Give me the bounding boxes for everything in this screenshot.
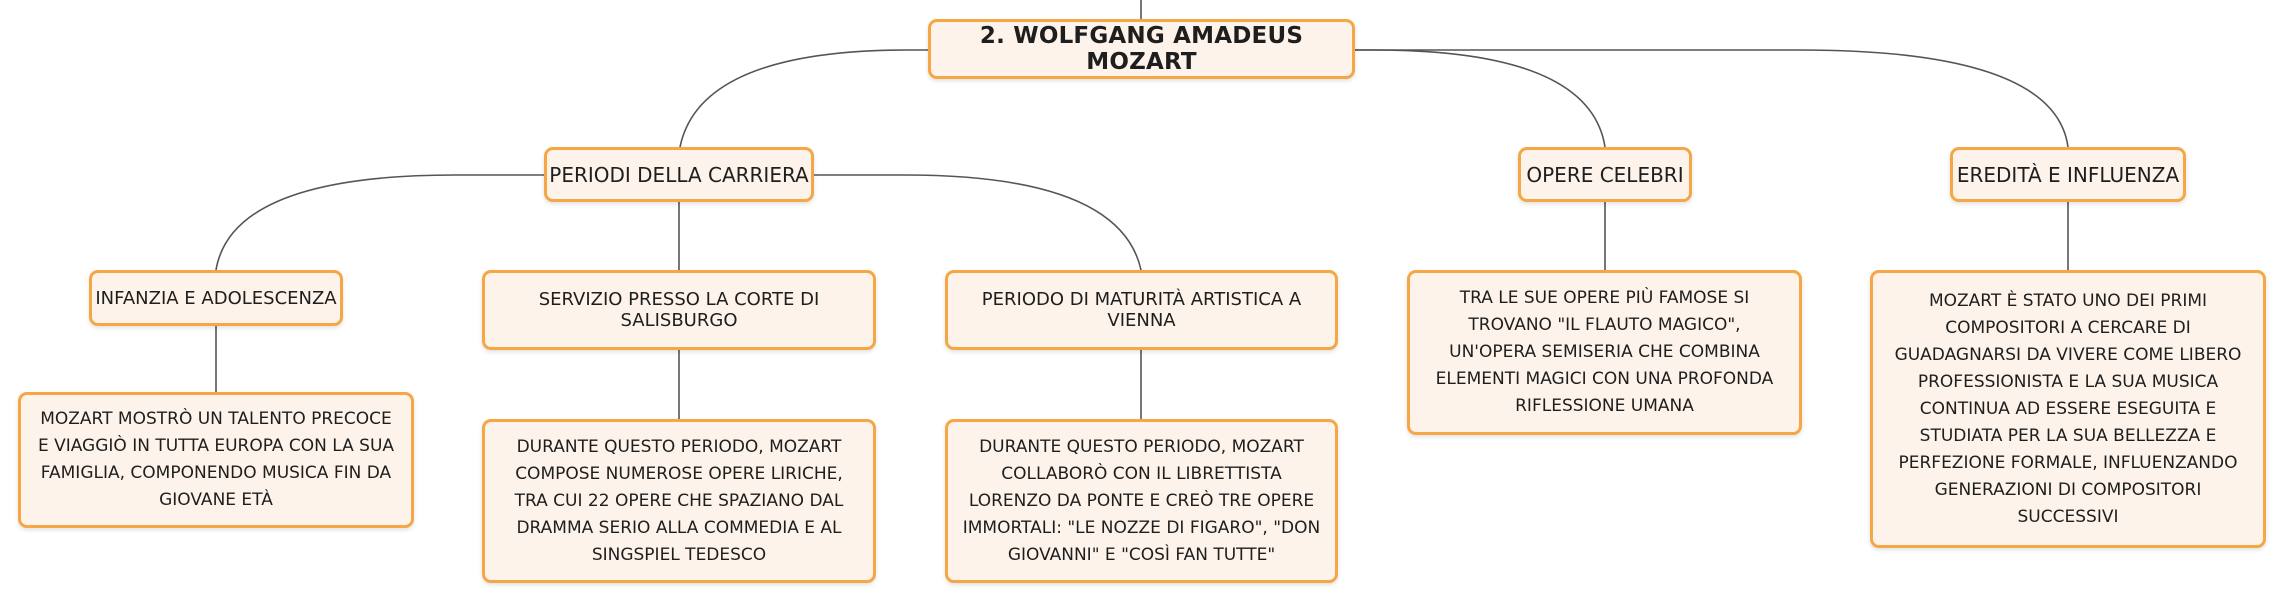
subtopic-vienna-label: PERIODO DI MATURITÀ ARTISTICA A VIENNA — [981, 289, 1302, 331]
topic-operas-label: OPERE CELEBRI — [1526, 162, 1684, 187]
connector-careers-to-vienna — [814, 174, 1142, 271]
detail-childhood-text: MOZART MOSTRÒ UN TALENTO PRECOCE E VIAGG… — [37, 409, 395, 510]
topic-legacy-label: EREDITÀ E INFLUENZA — [1956, 162, 2180, 187]
root-topic[interactable]: 2. WOLFGANG AMADEUS MOZART — [928, 19, 1355, 79]
subtopic-childhood[interactable]: INFANZIA E ADOLESCENZA — [89, 270, 343, 326]
detail-legacy-text: MOZART È STATO UNO DEI PRIMI COMPOSITORI… — [1894, 290, 2242, 527]
subtopic-vienna[interactable]: PERIODO DI MATURITÀ ARTISTICA A VIENNA — [945, 270, 1338, 350]
detail-childhood[interactable]: MOZART MOSTRÒ UN TALENTO PRECOCE E VIAGG… — [18, 392, 414, 528]
detail-operas-text: TRA LE SUE OPERE PIÙ FAMOSE SI TROVANO "… — [1435, 288, 1774, 416]
subtopic-salzburg[interactable]: SERVIZIO PRESSO LA CORTE DI SALISBURGO — [482, 270, 876, 350]
subtopic-salzburg-label: SERVIZIO PRESSO LA CORTE DI SALISBURGO — [538, 289, 820, 331]
topic-legacy[interactable]: EREDITÀ E INFLUENZA — [1950, 147, 2186, 202]
detail-salzburg[interactable]: DURANTE QUESTO PERIODO, MOZART COMPOSE N… — [482, 419, 876, 583]
topic-careers-label: PERIODI DELLA CARRIERA — [549, 162, 809, 187]
connector-root-to-careers — [679, 49, 928, 148]
detail-operas[interactable]: TRA LE SUE OPERE PIÙ FAMOSE SI TROVANO "… — [1407, 270, 1802, 435]
topic-careers[interactable]: PERIODI DELLA CARRIERA — [544, 147, 814, 202]
root-topic-label: 2. WOLFGANG AMADEUS MOZART — [979, 23, 1304, 75]
detail-vienna-text: DURANTE QUESTO PERIODO, MOZART COLLABORÒ… — [962, 436, 1321, 565]
connector-root-to-legacy — [1355, 49, 2069, 148]
detail-vienna[interactable]: DURANTE QUESTO PERIODO, MOZART COLLABORÒ… — [945, 419, 1338, 583]
topic-operas[interactable]: OPERE CELEBRI — [1518, 147, 1692, 202]
detail-legacy[interactable]: MOZART È STATO UNO DEI PRIMI COMPOSITORI… — [1870, 270, 2266, 548]
connector-root-to-operas — [1355, 49, 1606, 148]
subtopic-childhood-label: INFANZIA E ADOLESCENZA — [95, 287, 337, 309]
detail-salzburg-text: DURANTE QUESTO PERIODO, MOZART COMPOSE N… — [514, 436, 844, 565]
connector-careers-to-childhood — [215, 174, 544, 271]
